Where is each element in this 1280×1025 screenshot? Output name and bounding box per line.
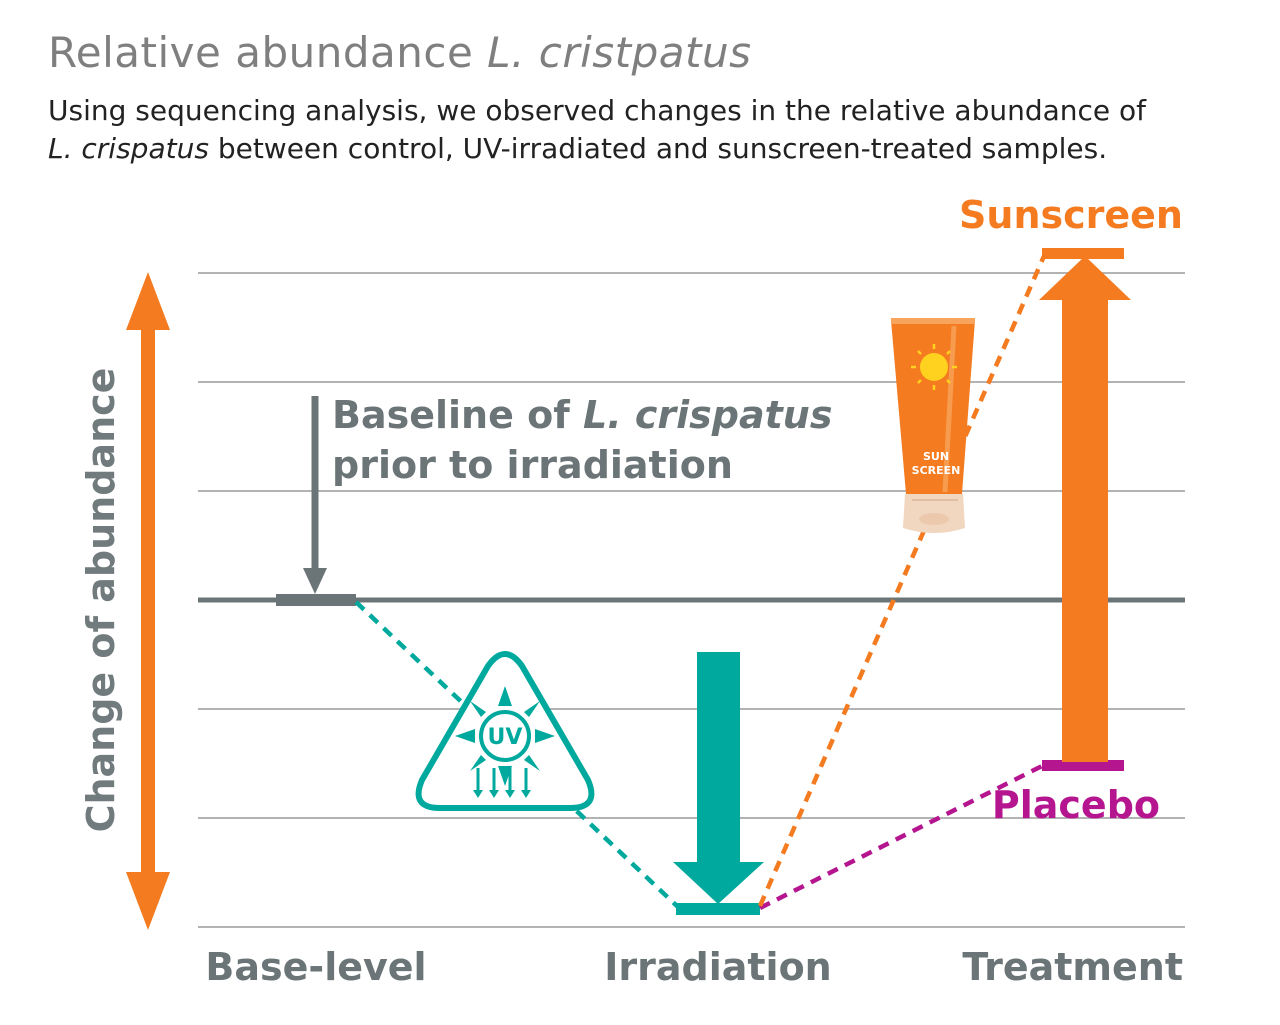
tube-text-line1: SUN	[923, 450, 949, 463]
sunscreen-tube-icon: SUN SCREEN	[891, 318, 975, 533]
placebo-label: Placebo	[992, 783, 1160, 827]
placebo-connector	[758, 763, 1044, 911]
tube-text-line2: SCREEN	[912, 464, 961, 477]
title-species: L. cristpatus	[487, 28, 752, 77]
subtitle-species: L. crispatus	[48, 132, 209, 165]
y-axis-label: Change of abundance	[79, 368, 123, 833]
uv-warning-icon: UV	[415, 651, 595, 811]
page-title: Relative abundance L. cristpatus	[48, 28, 752, 77]
sunscreen-label: Sunscreen	[959, 193, 1183, 237]
baseline-label-line2: prior to irradiation	[332, 443, 733, 487]
gridlines	[198, 272, 1185, 928]
subtitle-line2: between control, UV-irradiated and sunsc…	[208, 132, 1108, 165]
irradiation-down-arrow	[673, 652, 764, 904]
irradiation-connector	[354, 600, 680, 909]
stage-label-base-level: Base-level	[205, 945, 426, 989]
title-prefix: Relative abundance	[48, 28, 474, 77]
sunscreen-up-arrow	[1039, 256, 1131, 762]
stage-label-treatment: Treatment	[962, 945, 1183, 989]
irradiation-level-marker	[676, 903, 760, 915]
subtitle-line1: Using sequencing analysis, we observed c…	[48, 94, 1147, 127]
base-level-marker	[276, 594, 356, 606]
placebo-level-marker	[1042, 760, 1124, 771]
sunscreen-connector	[757, 255, 1047, 907]
sun-icon	[911, 344, 957, 390]
baseline-pointer-arrow	[303, 396, 327, 594]
uv-icon-text: UV	[488, 725, 523, 750]
sunscreen-level-marker	[1042, 248, 1124, 259]
page-subtitle: Using sequencing analysis, we observed c…	[48, 92, 1228, 168]
double-arrow-icon	[126, 272, 170, 930]
baseline-label-line1: Baseline of L. crispatus	[332, 393, 832, 437]
stage-label-irradiation: Irradiation	[604, 945, 831, 989]
